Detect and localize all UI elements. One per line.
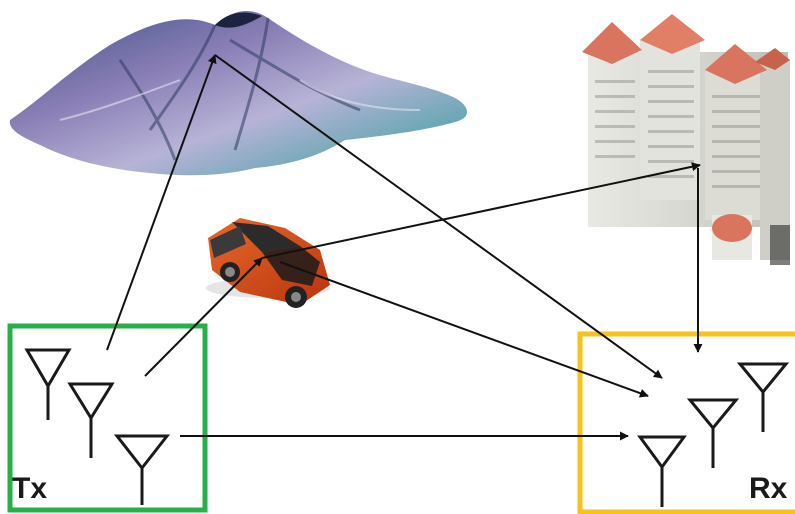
rx-antenna-3: [640, 437, 684, 507]
tx-label: Tx: [12, 474, 47, 504]
rx-label: Rx: [749, 474, 787, 504]
tx-antenna-2: [70, 384, 112, 458]
building-scatterer: [582, 14, 790, 265]
rx-antenna-2: [690, 400, 736, 468]
mountain-scatterer: [10, 11, 467, 175]
tx-antenna-3: [117, 436, 167, 505]
rx-antenna-1: [740, 364, 786, 432]
tx-antenna-1: [27, 350, 69, 420]
